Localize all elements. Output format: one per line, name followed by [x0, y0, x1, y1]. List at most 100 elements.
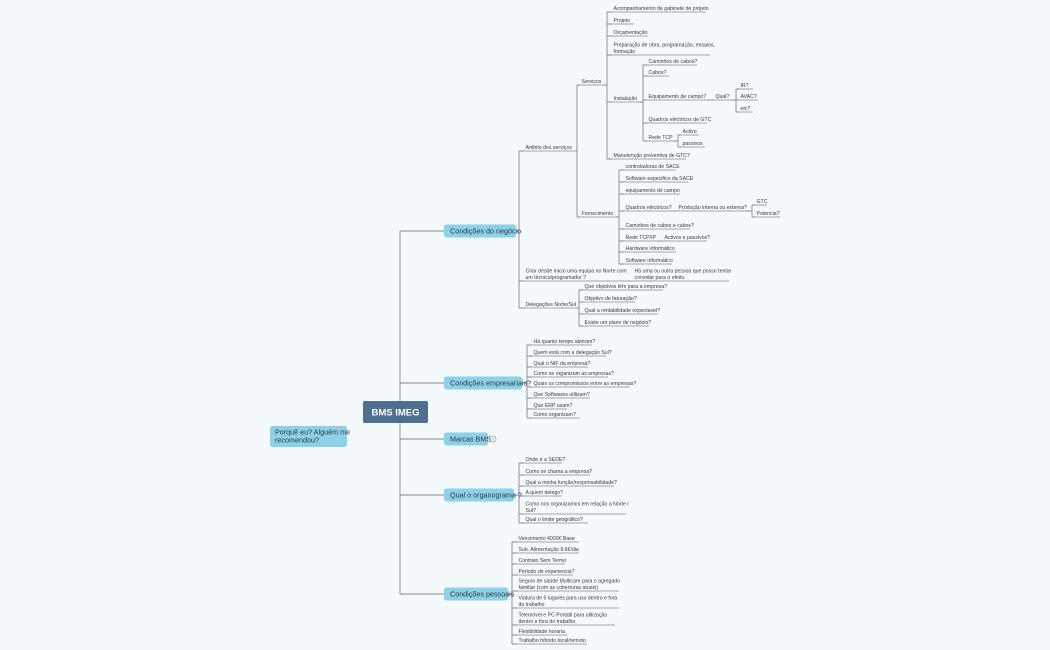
- node-funcao[interactable]: Qual a minha função/responsabilidade?: [524, 480, 618, 487]
- node-quadros-electricos[interactable]: Quadros eléctricos?: [624, 205, 672, 212]
- node-equipamento-campo[interactable]: Equipamento de campo?: [647, 94, 707, 101]
- node-nif[interactable]: Qual o NIF da empresa?: [532, 361, 590, 368]
- node-subsidio[interactable]: Sub. Alimentação 9.6€/dia: [517, 547, 579, 554]
- node-equipamento-label: equipamento de campo: [626, 188, 680, 194]
- node-delegacoes[interactable]: Delegações Norte/Sul: [524, 302, 577, 309]
- branch-condicoes-pessoais[interactable]: Condições pessoais: [444, 587, 515, 601]
- node-erp[interactable]: Que ERP usam?: [532, 403, 572, 410]
- question-circle-icon[interactable]: ?: [489, 435, 497, 443]
- node-telemovel[interactable]: Telemóvel e PC Portatil para utilizaçãod…: [517, 612, 615, 626]
- node-avac[interactable]: AVAC?: [739, 94, 758, 101]
- node-compromissos-label: Quais os compromissos entre as empresas?: [534, 381, 637, 387]
- node-software-sace[interactable]: Software especifico da SACE: [624, 176, 694, 183]
- node-activos-passivos[interactable]: Activos e passivos?: [663, 235, 710, 242]
- node-ir-label: IR?: [741, 83, 749, 89]
- node-controladoras[interactable]: controladoras de SACE: [624, 164, 680, 171]
- node-seguro[interactable]: Seguro de saúde Multicare para o agregad…: [517, 578, 621, 592]
- node-flexibilidade-label: Flexibilidade horaria: [519, 629, 566, 635]
- node-seguro-label: familiar (com as coberturas atuais): [519, 585, 599, 591]
- node-trabalho-hibrido[interactable]: Trabalho híbrido local/remoto: [517, 638, 587, 645]
- node-ha-uma-pessoa-label: Há uma ou outra pessoa que posso tentar: [635, 268, 732, 274]
- node-producao[interactable]: Produção interna ou externa?: [677, 205, 747, 212]
- node-manutencao[interactable]: Manutenção preventiva de GTC?: [612, 153, 690, 160]
- node-fornecimento[interactable]: Fornecimento: [580, 211, 616, 218]
- node-softwares[interactable]: Que Softwares utilizam?: [532, 392, 590, 399]
- node-instalacao[interactable]: Instalação: [612, 96, 640, 103]
- node-passivos[interactable]: passivos: [681, 141, 705, 148]
- node-acompanhamento[interactable]: Acompanhamento de gabinete de projeto: [612, 6, 709, 13]
- node-software[interactable]: Software informático: [624, 258, 673, 265]
- node-faturacao-label: Objetivo de faturação?: [585, 296, 637, 302]
- node-limite-geografico[interactable]: Qual o limite geográfico?: [524, 517, 588, 524]
- node-criar-equipa-label: um técnico/programador ?: [526, 275, 587, 281]
- node-ha-uma-pessoa[interactable]: Há uma ou outra pessoa que posso tentarc…: [633, 268, 732, 282]
- node-organizamos-norte-sul-label: Como nos organizamos em relação a Norte …: [526, 501, 630, 507]
- node-organizamos-norte-sul[interactable]: Como nos organizamos em relação a Norte …: [524, 501, 630, 515]
- node-orcamentacao-label: Orçamentação: [614, 30, 648, 36]
- node-sede[interactable]: Onde é a SEDE?: [524, 457, 565, 464]
- node-preparacao-label: Preparação de obra, programação, ensaios…: [614, 42, 716, 48]
- node-criar-equipa[interactable]: Criar desde inicio uma equipa no Norte c…: [524, 268, 627, 282]
- node-gtc-label: GTC: [757, 199, 768, 205]
- node-vencimento[interactable]: Vencimento 4000€ Base: [517, 536, 579, 543]
- node-delego-label: A quem delego?: [526, 490, 564, 496]
- node-telemovel-label: Telemóvel e PC Portatil para utilização: [519, 612, 608, 618]
- node-preparacao[interactable]: Preparação de obra, programação, ensaios…: [612, 42, 716, 56]
- node-flexibilidade[interactable]: Flexibilidade horaria: [517, 629, 567, 636]
- question-glyph: ?: [492, 437, 495, 442]
- node-telemovel-label: dentro e fora do trabalho: [519, 619, 576, 625]
- node-rede-tcpip[interactable]: Rede TCP/IP: [624, 235, 657, 242]
- node-quadros-gtc[interactable]: Quadros eléctricos de GTC: [647, 117, 712, 124]
- node-caminhos-cabos-label: Caminhos de cabos?: [649, 59, 698, 65]
- node-ambito-servicos[interactable]: Ambito dos serviços: [524, 145, 576, 152]
- node-ir[interactable]: IR?: [739, 83, 753, 90]
- node-avac-label: AVAC?: [741, 94, 757, 100]
- node-delegacao-sul[interactable]: Quem está com a delegação Sul?: [532, 350, 612, 357]
- node-nome-empresa[interactable]: Como se chama a empresa?: [524, 469, 592, 476]
- node-passivos-label: passivos: [683, 141, 704, 147]
- node-equipamento[interactable]: equipamento de campo: [624, 188, 680, 195]
- node-ha-quanto-tempo[interactable]: Há quanto tempo abriram?: [532, 339, 595, 346]
- branch-organograma[interactable]: Qual o organograma ?: [444, 488, 522, 502]
- node-rede-tcp[interactable]: Rede TCP: [647, 135, 674, 142]
- node-servicos[interactable]: Serviços: [580, 79, 604, 86]
- node-orcamentacao[interactable]: Orçamentação: [612, 30, 648, 37]
- node-rentabilidade[interactable]: Qual a rentabilidade expectavel?: [583, 308, 660, 315]
- node-hardware-label: Hardware informático: [626, 246, 675, 252]
- node-activo[interactable]: Activo: [681, 129, 699, 136]
- node-rede-tcp-label: Rede TCP: [649, 135, 674, 141]
- node-hardware[interactable]: Hardware informático: [624, 246, 676, 253]
- branch-marcas-bms[interactable]: Marcas BMS: [444, 432, 491, 446]
- node-softwares-label: Que Softwares utilizam?: [534, 392, 590, 398]
- node-contrato[interactable]: Contrato Sem Termo: [517, 558, 567, 565]
- node-plano-negocio[interactable]: Existe um plano de negócio?: [583, 320, 651, 327]
- node-delego[interactable]: A quem delego?: [524, 490, 564, 497]
- node-cabos[interactable]: Cabos?: [647, 70, 669, 77]
- node-viatura[interactable]: Viatura de 5 lugares para uso dentro e f…: [517, 595, 619, 609]
- branch-condicoes-empresariais[interactable]: Condições empresariais?: [444, 376, 531, 390]
- node-experiencia[interactable]: Periodo de experiencia?: [517, 569, 575, 576]
- node-faturacao[interactable]: Objetivo de faturação?: [583, 296, 637, 303]
- node-qual[interactable]: Qual?: [714, 94, 733, 101]
- root-node[interactable]: BMS IMEG: [363, 401, 428, 423]
- node-caminhos-cabos-forn[interactable]: Caminhos de cabos e cabos?: [624, 223, 694, 230]
- node-seguro-label: Seguro de saúde Multicare para o agregad…: [519, 578, 621, 584]
- node-organizamos-norte-sul-label: Sul?: [526, 508, 536, 514]
- node-quadros-gtc-label: Quadros eléctricos de GTC: [649, 117, 712, 123]
- node-etc[interactable]: etc?: [739, 106, 753, 113]
- node-contrato-label: Contrato Sem Termo: [519, 558, 567, 564]
- node-potencia-label: Potencia?: [757, 211, 780, 217]
- node-gtc[interactable]: GTC: [755, 199, 768, 206]
- node-objetivos[interactable]: Que objetivos têm para a empresa?: [583, 284, 667, 291]
- branch-condicoes-negocio[interactable]: Condições do negócio: [444, 224, 521, 238]
- node-compromissos[interactable]: Quais os compromissos entre as empresas?: [532, 381, 637, 388]
- node-trabalho-hibrido-label: Trabalho híbrido local/remoto: [519, 638, 586, 644]
- node-projeto[interactable]: Projeto: [612, 18, 634, 25]
- node-caminhos-cabos[interactable]: Caminhos de cabos?: [647, 59, 698, 66]
- node-organizam-empresas[interactable]: Como se organizam as empresas?: [532, 371, 614, 378]
- node-potencia[interactable]: Potencia?: [755, 211, 780, 218]
- node-como-organizam[interactable]: Como organizam?: [532, 412, 580, 419]
- node-funcao-label: Qual a minha função/responsabilidade?: [526, 480, 618, 486]
